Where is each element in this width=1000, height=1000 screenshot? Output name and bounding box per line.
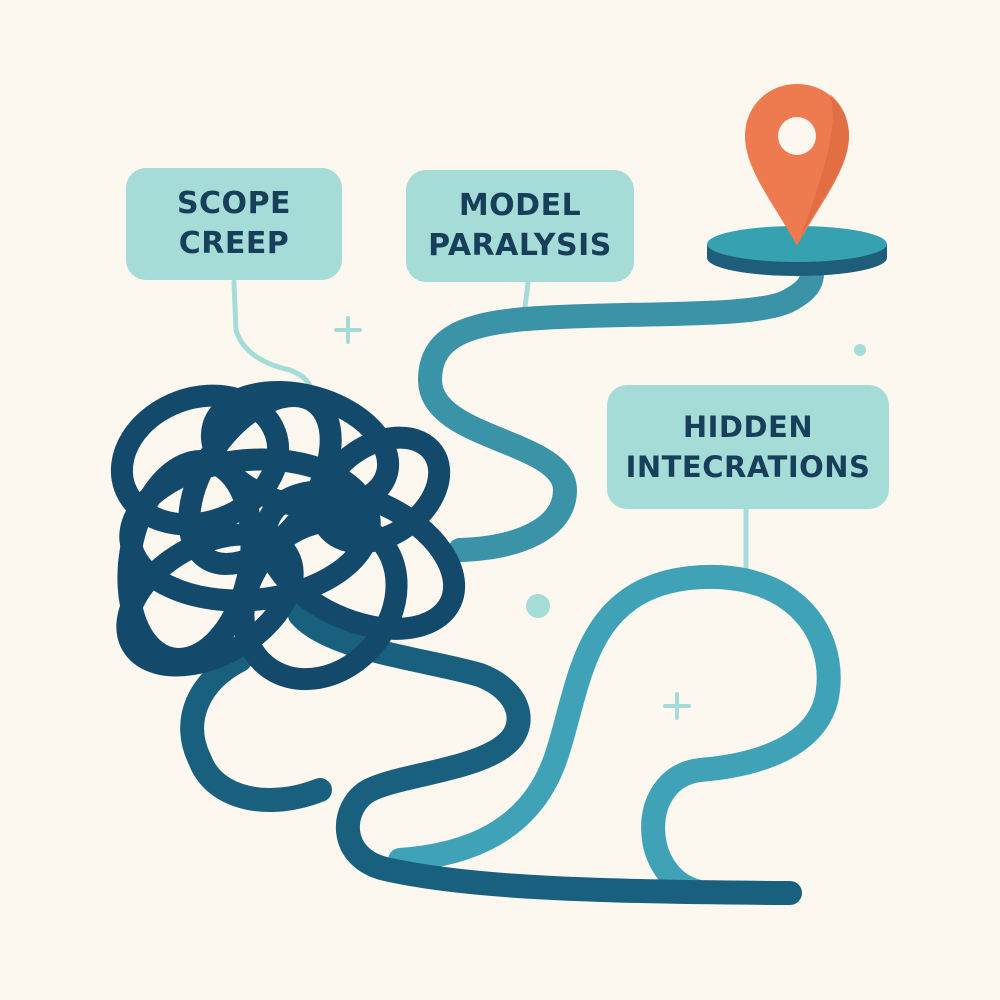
callout-scope-creep: SCOPE CREEP <box>126 168 342 280</box>
path-to-destination <box>417 258 825 562</box>
callout-hidden-integrations-line2: INTECRATIONS <box>625 450 871 484</box>
tangled-scribble <box>110 380 466 691</box>
path-through-integrations <box>388 564 841 904</box>
callout-scope-creep-line1: SCOPE <box>176 186 292 221</box>
callout-model-paralysis: MODEL PARALYSIS <box>406 170 634 282</box>
sparkle-plus-icon <box>334 316 362 344</box>
callout-hidden-integrations: HIDDEN INTECRATIONS <box>607 385 889 509</box>
callout-model-paralysis-line2: PARALYSIS <box>428 228 612 263</box>
callout-scope-creep-line2: CREEP <box>178 226 290 261</box>
callout-hidden-integrations-line1: HIDDEN <box>682 410 814 444</box>
path-bottom-loops <box>288 603 802 905</box>
scope-creep-pointer <box>231 279 315 395</box>
sparkle-dot-icon <box>526 594 550 618</box>
callout-model-paralysis-line1: MODEL <box>458 188 582 223</box>
location-pin-icon <box>745 84 849 246</box>
sparkle-dot-icon-2 <box>854 344 866 356</box>
path-lower-left-loop <box>180 648 332 812</box>
sparkle-plus-icon-2 <box>663 692 691 720</box>
